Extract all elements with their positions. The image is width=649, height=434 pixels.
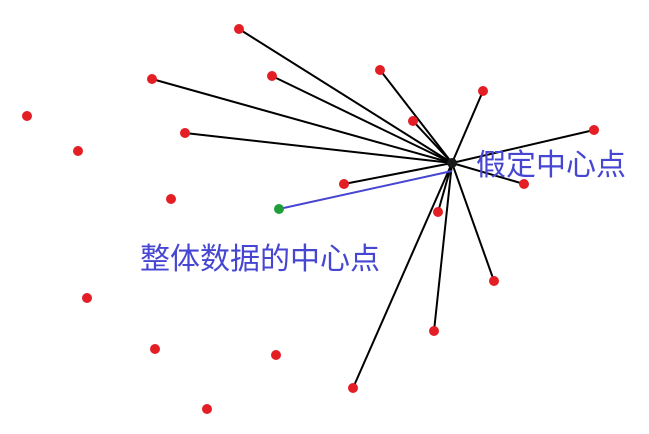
data-point — [589, 125, 599, 135]
center-link-line — [451, 162, 525, 185]
center-link-line — [184, 132, 453, 164]
data-center-point — [274, 204, 284, 214]
center-links — [151, 28, 595, 389]
center-link-line — [451, 90, 484, 164]
data-point — [489, 276, 499, 286]
center-link-line — [451, 162, 495, 282]
data-point — [180, 128, 190, 138]
data-point — [271, 350, 281, 360]
data-point — [150, 344, 160, 354]
center-link-line — [238, 28, 453, 164]
data-point — [147, 74, 157, 84]
data-point — [375, 65, 385, 75]
data-point — [166, 194, 176, 204]
data-point — [234, 24, 244, 34]
data-point — [348, 383, 358, 393]
data-point — [202, 404, 212, 414]
data-point — [82, 293, 92, 303]
data-point — [339, 179, 349, 189]
data-point — [433, 207, 443, 217]
center-link-line — [412, 120, 453, 164]
data-point — [429, 326, 439, 336]
center-link-line — [433, 162, 453, 332]
center-link-line — [352, 162, 453, 389]
centroid-link — [278, 170, 453, 210]
data-point — [73, 146, 83, 156]
center-link-line — [343, 162, 453, 185]
data-point — [22, 111, 32, 121]
assumed-center-point — [447, 158, 457, 168]
data-point — [408, 116, 418, 126]
center-link-line — [451, 129, 595, 164]
data-point — [478, 86, 488, 96]
center-link-line — [379, 69, 453, 164]
data-points — [22, 24, 599, 414]
assumed-center-label: 假定中心点 — [476, 148, 626, 183]
center-link-line — [151, 78, 453, 164]
data-center-label: 整体数据的中心点 — [140, 242, 380, 277]
center-link-line — [271, 75, 453, 164]
data-point — [267, 71, 277, 81]
data-point — [519, 179, 529, 189]
